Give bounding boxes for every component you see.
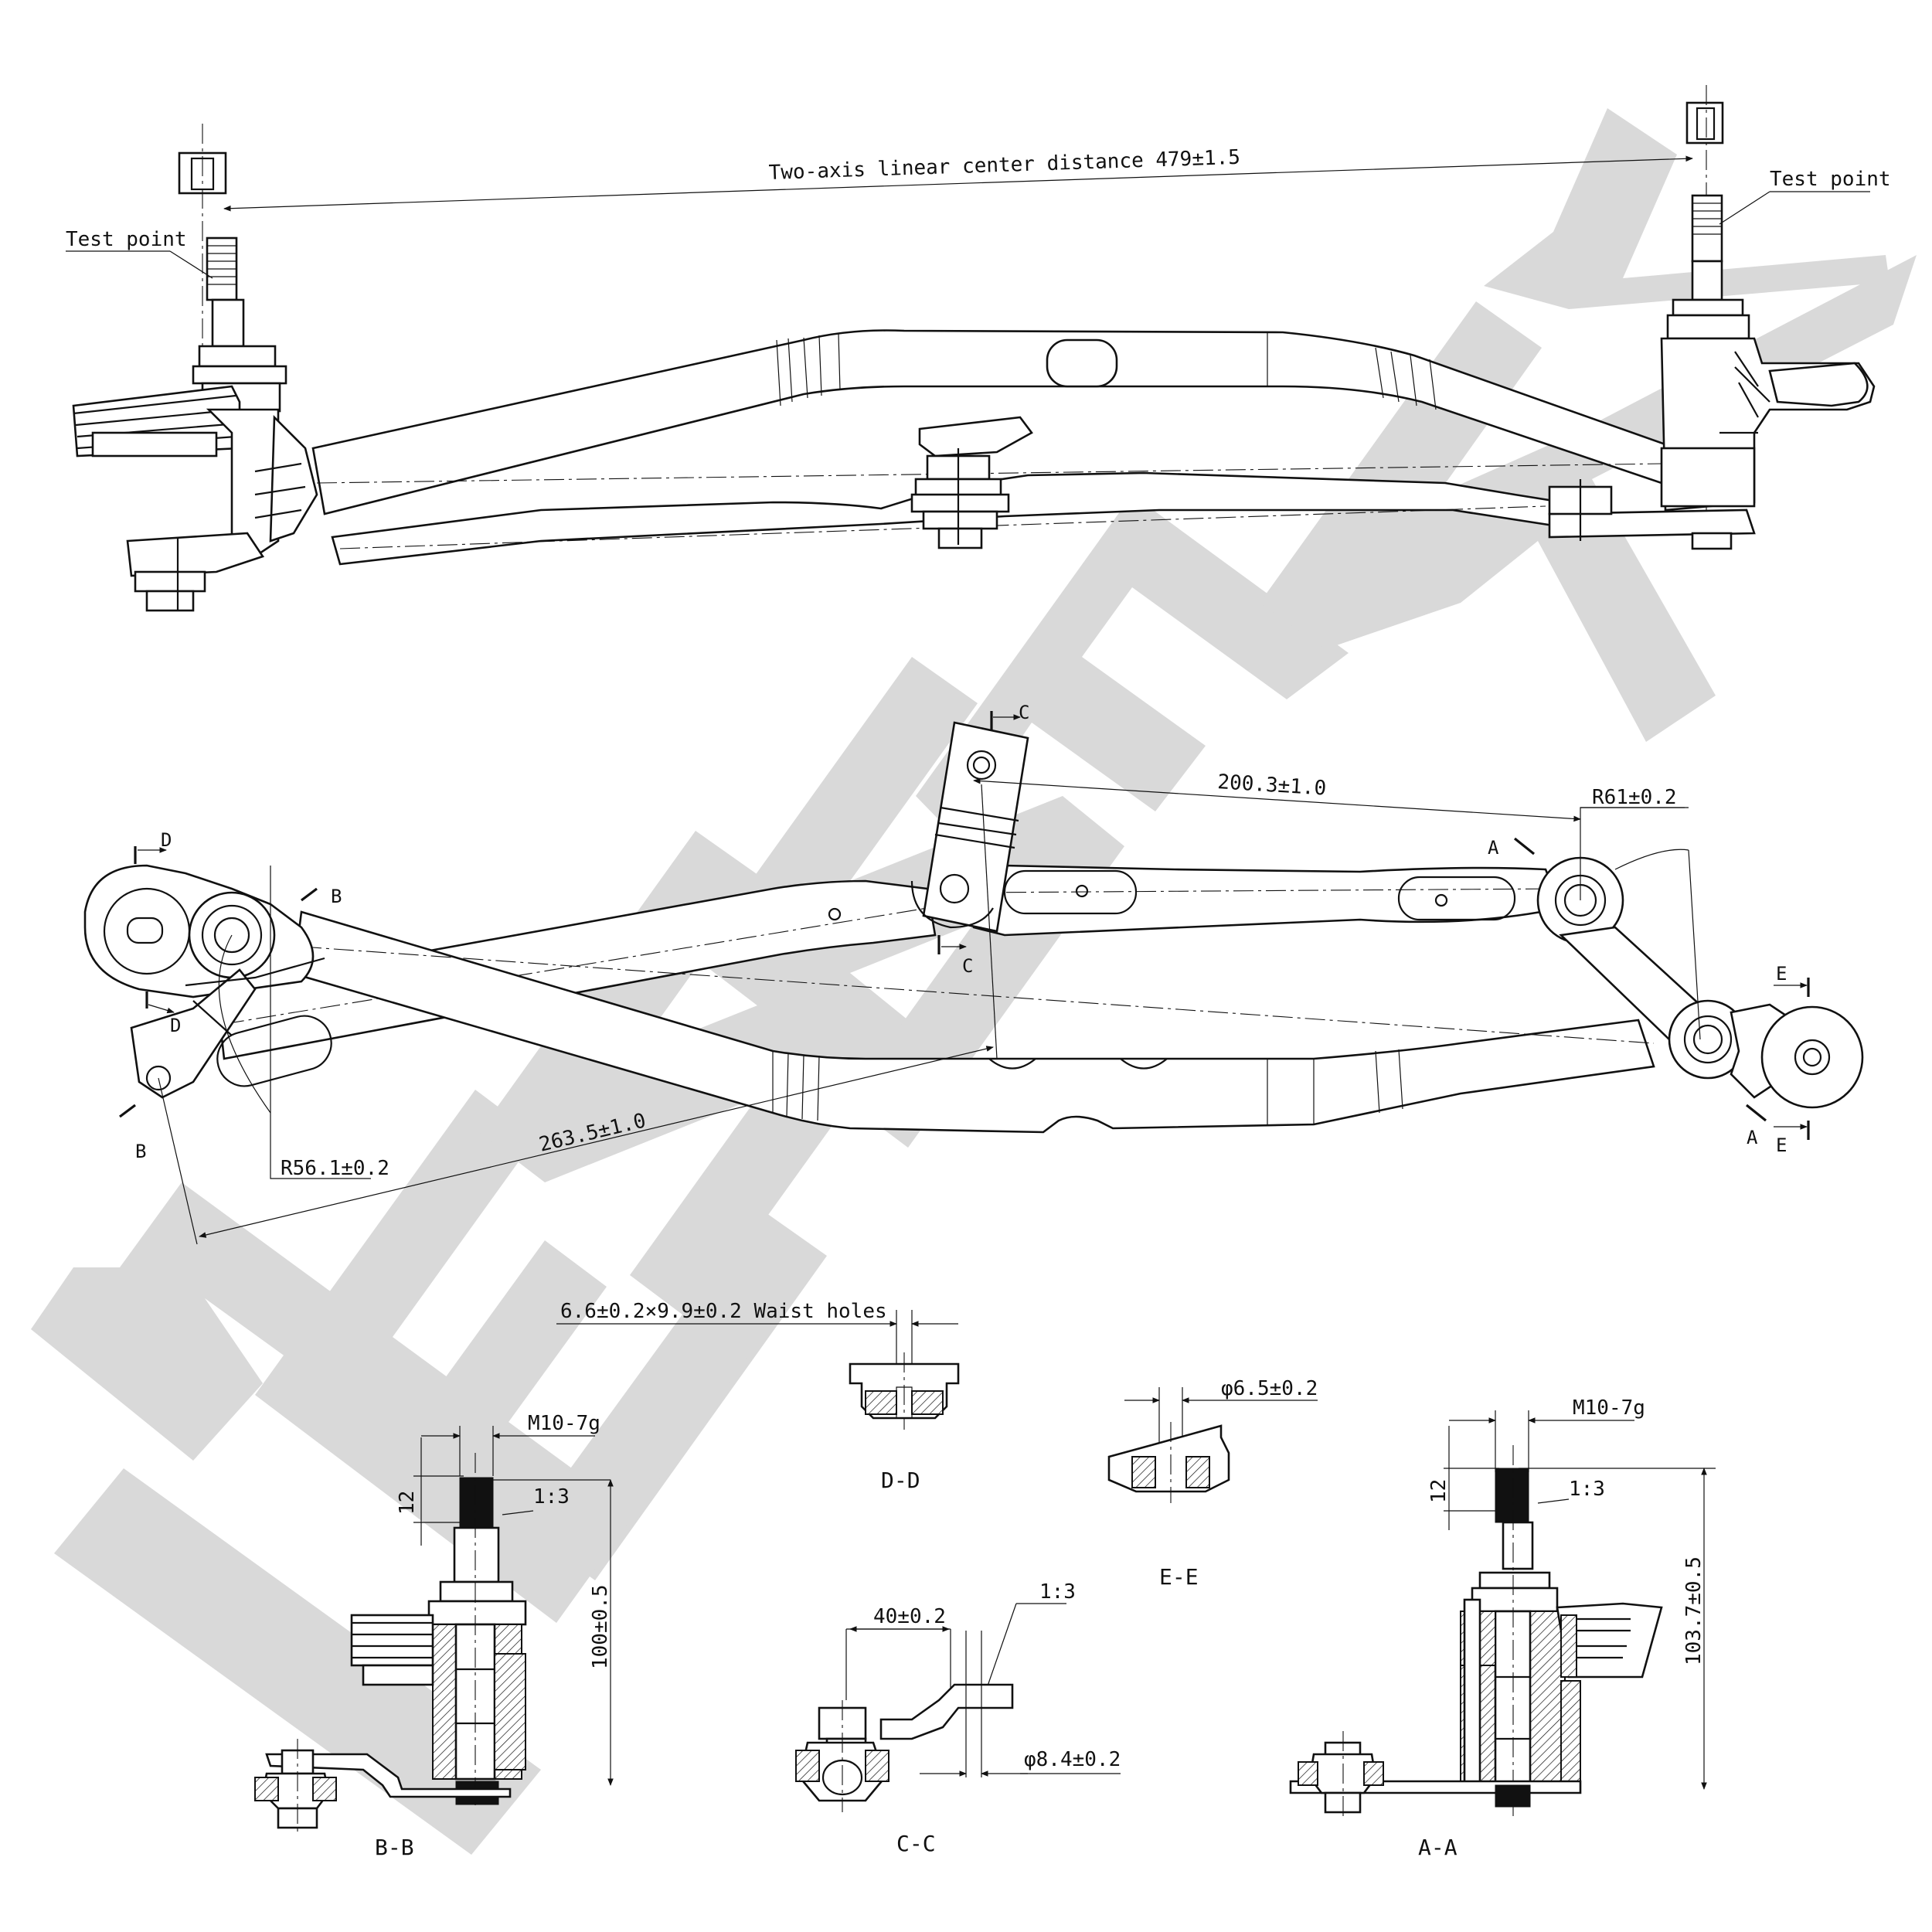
bb-thread-label: M10-7g	[528, 1412, 600, 1435]
aa-height-label: 103.7±0.5	[1682, 1556, 1706, 1665]
svg-text:C: C	[1019, 702, 1029, 723]
svg-text:E: E	[1776, 1134, 1787, 1156]
aa-title: A-A	[1418, 1835, 1458, 1860]
test-point-left-label: Test point	[66, 228, 187, 251]
top-view: Two-axis linear center distance 479±1.5	[66, 85, 1891, 612]
section-aa: M10-7g 12 1:3 103.7±0.5	[1289, 1396, 1716, 1860]
svg-text:C: C	[962, 955, 973, 977]
center-distance-label: Two-axis linear center distance 479±1.5	[768, 146, 1240, 185]
test-point-left-leader	[169, 250, 213, 279]
svg-text:B: B	[331, 886, 342, 907]
svg-text:A: A	[1488, 837, 1499, 859]
svg-text:A: A	[1747, 1127, 1758, 1148]
cc-dia-label: φ8.4±0.2	[1024, 1748, 1121, 1771]
dim-r56-leader	[270, 866, 371, 1179]
bb-height-label: 100±0.5	[589, 1584, 612, 1669]
svg-text:E: E	[1776, 963, 1787, 985]
left-crank-head	[83, 864, 332, 1099]
cc-len-label: 40±0.2	[873, 1605, 946, 1628]
dim-200-label: 200.3±1.0	[1217, 770, 1327, 801]
section-marks: D D B B C C A A E E	[119, 702, 1810, 1162]
left-spindle	[72, 124, 318, 612]
ee-dia-label: φ6.5±0.2	[1221, 1377, 1318, 1400]
svg-text:D: D	[170, 1015, 181, 1036]
waist-holes-label: 6.6±0.2×9.9±0.2 Waist holes	[560, 1300, 887, 1323]
upper-right-link-rod	[964, 864, 1563, 937]
dim-r61-label: R61±0.2	[1592, 786, 1677, 809]
test-point-right-label: Test point	[1770, 168, 1891, 191]
dim-263-line	[199, 1046, 994, 1238]
cc-title: C-C	[896, 1831, 936, 1856]
ee-title: E-E	[1159, 1564, 1199, 1590]
dim-200-line	[973, 777, 1581, 822]
center-pivot	[910, 416, 1033, 549]
tube-oval-cutout	[1046, 338, 1118, 388]
right-spindle	[1548, 85, 1876, 550]
center-pivot-plate	[910, 721, 1029, 933]
bb-ratio-label: 1:3	[533, 1485, 570, 1509]
section-ee: φ6.5±0.2 E-E	[1107, 1377, 1318, 1590]
section-cc: 40±0.2 1:3 φ8.4±0.2 C-C	[795, 1580, 1121, 1856]
section-bb: M10-7g 12 1:3 100±0.5	[254, 1412, 614, 1860]
right-spindle-cap-icon	[1685, 101, 1724, 145]
cc-ratio-label: 1:3	[1039, 1580, 1076, 1604]
aa-ratio-label: 1:3	[1569, 1478, 1605, 1501]
aa-12-label: 12	[1427, 1479, 1451, 1503]
upper-link-rod	[215, 879, 937, 1060]
aa-thread-label: M10-7g	[1573, 1396, 1645, 1420]
bb-12-label: 12	[396, 1491, 419, 1515]
dim-r56-label: R56.1±0.2	[281, 1157, 389, 1180]
test-point-right-leader	[1719, 191, 1770, 225]
bb-title: B-B	[375, 1835, 414, 1860]
section-dd: 6.6±0.2×9.9±0.2 Waist holes D-D	[556, 1300, 960, 1493]
dd-title: D-D	[881, 1468, 920, 1493]
svg-text:D: D	[161, 829, 172, 851]
plan-view: 200.3±1.0 R61±0.2 263.5±1.0 R56.1±0.2 D …	[83, 702, 1864, 1245]
center-distance-dimension-line	[223, 155, 1693, 212]
svg-text:B: B	[135, 1141, 146, 1162]
